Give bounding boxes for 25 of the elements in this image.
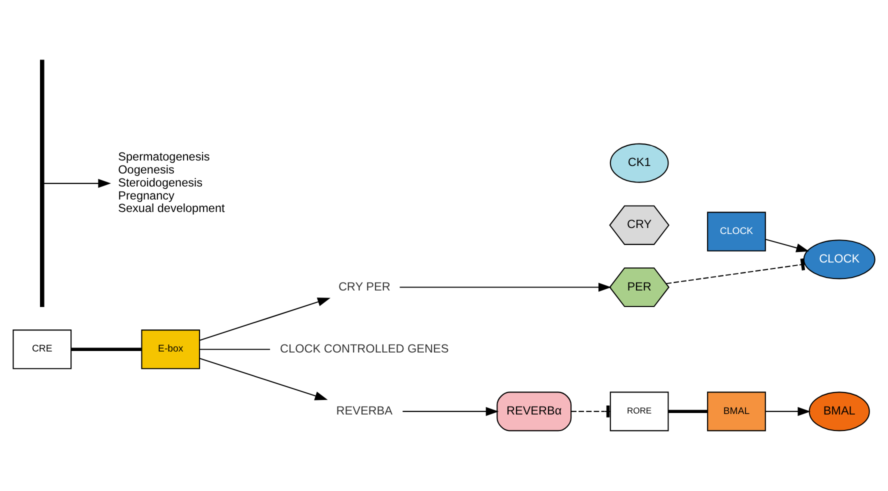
node-box: CRE bbox=[12, 330, 72, 370]
arrow bbox=[765, 238, 810, 252]
connector bbox=[668, 410, 708, 414]
node-text: Spermatogenesis Oogenesis Steroidogenesis Pregnancy Sexual development bbox=[118, 150, 225, 216]
arrow bbox=[402, 406, 499, 416]
arrow bbox=[44, 178, 112, 188]
node-ellipse: CLOCK bbox=[803, 240, 876, 280]
node-bar bbox=[40, 60, 44, 308]
node-ellipse: CK1 bbox=[610, 143, 669, 183]
node-text: REVERBA bbox=[336, 404, 393, 418]
node-text: CLOCK CONTROLLED GENES bbox=[280, 342, 449, 356]
node-ellipse: BMAL bbox=[808, 392, 870, 432]
node-box: REVERBα bbox=[496, 392, 572, 432]
arrow bbox=[199, 358, 328, 400]
node-text: CRY PER bbox=[338, 280, 390, 294]
node-box: CLOCK bbox=[707, 212, 766, 252]
arrow bbox=[766, 406, 811, 416]
node-box: E-box bbox=[141, 330, 200, 370]
node-box: BMAL bbox=[707, 392, 766, 432]
connector bbox=[666, 258, 806, 284]
node-box: RORE bbox=[610, 392, 669, 432]
arrow bbox=[199, 298, 330, 341]
arrow bbox=[400, 282, 612, 292]
connector bbox=[71, 348, 142, 351]
connector bbox=[200, 348, 270, 350]
